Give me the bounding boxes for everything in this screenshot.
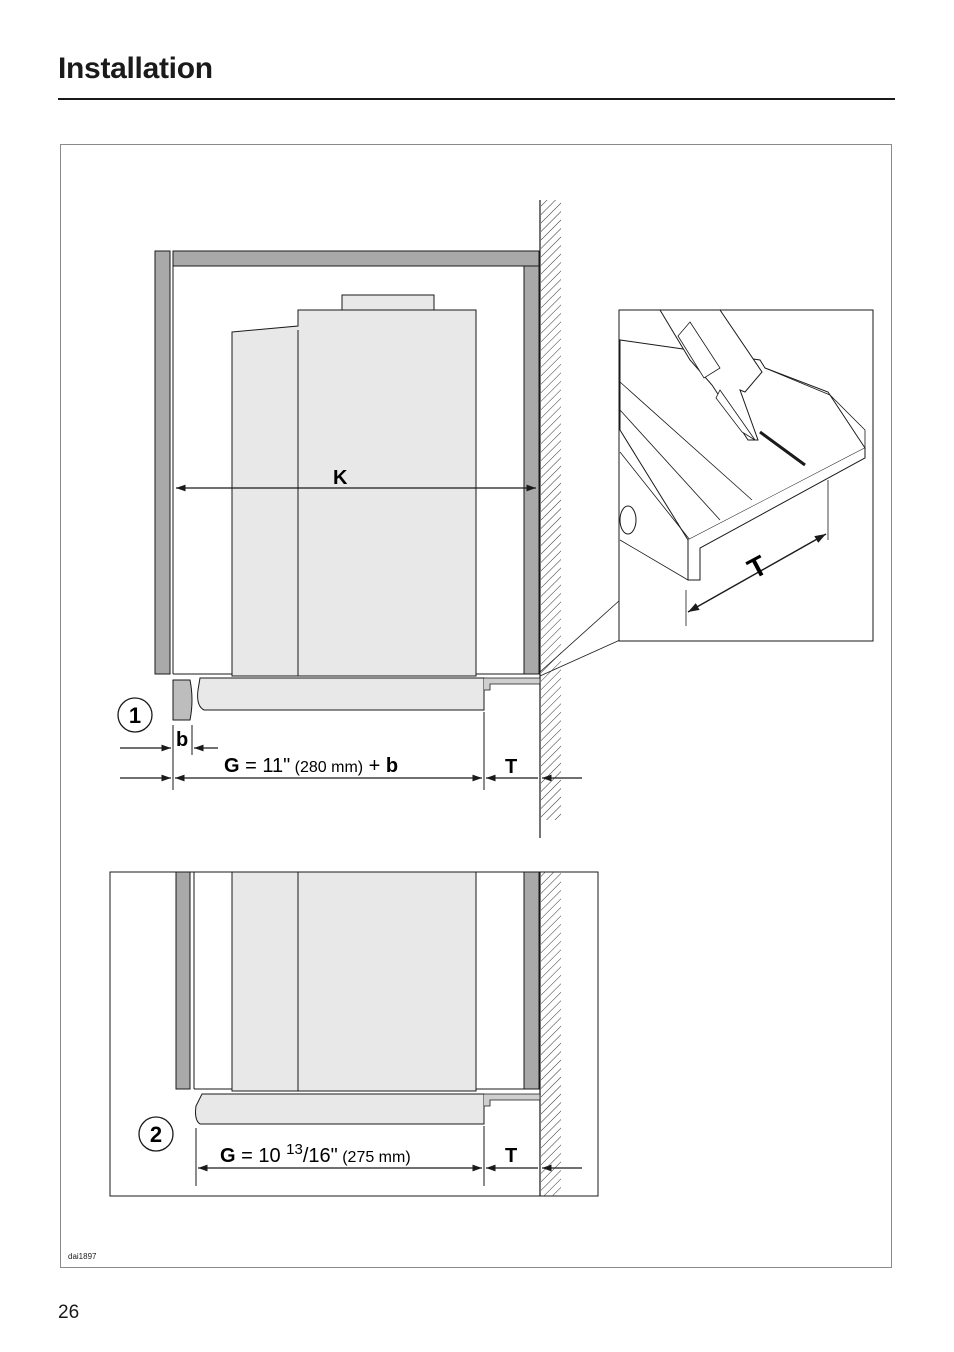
cabinet-top-panel bbox=[172, 250, 540, 267]
g2-equals: = 10 bbox=[236, 1145, 287, 1167]
diagram-bottom: 2 G = 10 13/16" (275 mm) T bbox=[109, 871, 599, 1197]
figure-code: dai1897 bbox=[68, 1252, 97, 1261]
g2-var: G bbox=[220, 1145, 236, 1167]
heading-rule bbox=[58, 98, 895, 100]
door-panel-bottom bbox=[175, 871, 191, 1090]
g2-frac-rest: /16" bbox=[303, 1145, 338, 1167]
wall-hatch bbox=[541, 200, 561, 820]
g-formula-bottom: G = 10 13/16" (275 mm) bbox=[220, 1141, 411, 1167]
b-label: b bbox=[176, 729, 188, 751]
knife-blade bbox=[715, 389, 756, 441]
knife-slot bbox=[677, 321, 721, 379]
g-metric: (280 mm) bbox=[290, 759, 363, 776]
plinth-rail bbox=[484, 677, 541, 691]
door-profile bbox=[172, 679, 193, 721]
back-panel-bottom bbox=[523, 871, 540, 1090]
g-equals: = 11" bbox=[240, 755, 291, 777]
plinth-strip bbox=[197, 677, 485, 711]
cabinet-door-panel bbox=[154, 250, 171, 675]
t-label-top: T bbox=[505, 756, 517, 778]
g-formula-top: G = 11" (280 mm) + b bbox=[224, 755, 398, 777]
callout-line-2 bbox=[539, 639, 621, 677]
callout-line-1 bbox=[539, 599, 621, 673]
page-heading: Installation bbox=[58, 52, 213, 85]
step-2-number: 2 bbox=[150, 1122, 162, 1147]
step-1-circle bbox=[117, 697, 153, 733]
plinth-strip-bottom bbox=[195, 1093, 485, 1125]
g-plus: + bbox=[363, 755, 386, 777]
strip-lower-edge bbox=[619, 539, 689, 581]
g2-sup: 13 bbox=[286, 1141, 303, 1158]
figure-frame bbox=[60, 144, 892, 1268]
plinth-rail-bottom bbox=[484, 1093, 541, 1107]
g-var-b: b bbox=[386, 755, 398, 777]
wall-hatch-bottom bbox=[541, 872, 561, 1196]
step-1-number: 1 bbox=[129, 703, 141, 728]
detail-inset: T bbox=[539, 309, 874, 677]
appliance-body bbox=[231, 309, 477, 677]
appliance-body-bottom bbox=[231, 871, 477, 1092]
t-label-bottom: T bbox=[505, 1145, 517, 1167]
appliance-top-block bbox=[341, 294, 435, 311]
cut-line bbox=[759, 430, 806, 467]
screw-hole bbox=[619, 505, 637, 535]
g-var: G bbox=[224, 755, 240, 777]
strip-rib-right bbox=[764, 367, 866, 448]
strip-ribs bbox=[619, 381, 753, 541]
page-number: 26 bbox=[58, 1302, 80, 1323]
g2-metric: (275 mm) bbox=[338, 1149, 411, 1166]
k-label: K bbox=[333, 467, 348, 489]
inset-t-arrow bbox=[687, 533, 827, 613]
step-2-circle bbox=[138, 1116, 174, 1152]
diagram-top: K 1 b G = 11" (280 mm) + b T bbox=[117, 200, 582, 838]
cabinet-back-panel bbox=[523, 265, 540, 675]
